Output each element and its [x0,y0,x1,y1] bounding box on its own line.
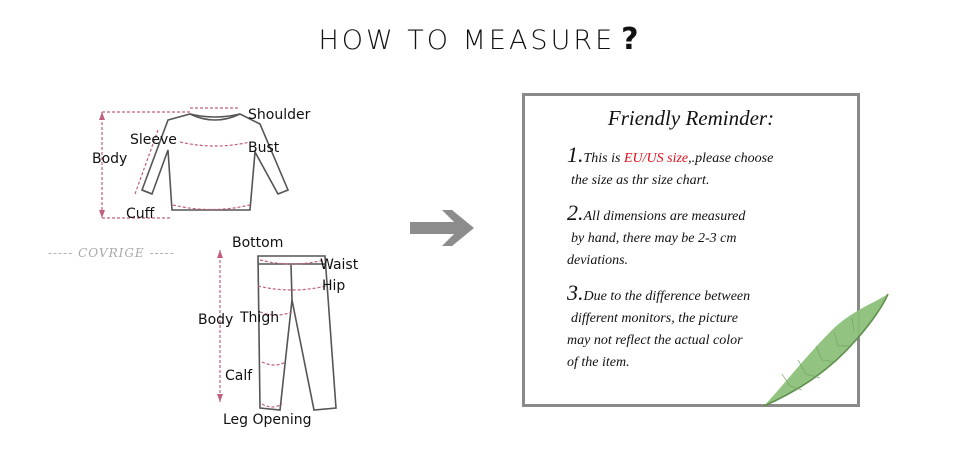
size-highlight: EU/US size [623,151,689,166]
reminder-title: Friendly Reminder: [607,106,775,130]
top-garment-drawing [140,113,290,211]
note-line: deviations. [567,253,629,268]
label-thigh: Thigh [240,310,280,326]
note-text: This is [583,151,624,166]
reminder-note-2: 2.All dimensions are measured by hand, t… [567,202,827,272]
question-mark: ? [621,22,642,57]
note-line: may not reflect the actual color [567,333,743,348]
label-shoulder: Shoulder [248,107,311,123]
note-line: different monitors, the picture [571,311,738,326]
note-line: of the item. [567,355,630,370]
reminder-note-3: 3.Due to the difference between differen… [567,282,827,374]
label-sleeve: Sleeve [130,132,177,148]
note-line: the size as thr size chart. [571,173,710,188]
label-cuff: Cuff [126,206,155,222]
note-number: 1. [567,142,584,167]
label-bust: Bust [248,140,280,156]
label-calf: Calf [225,368,253,384]
note-text: ,.please choose [688,151,774,166]
label-body-bottom: Body [198,312,234,328]
note-line: by hand, there may be 2-3 cm [571,231,737,246]
leaf-decoration [763,293,889,407]
label-body-top: Body [92,151,128,167]
note-text: All dimensions are measured [583,209,746,224]
label-hip: Hip [322,278,346,294]
note-text: Due to the difference between [583,289,751,304]
page-title: HOW TO MEASURE? [0,22,960,57]
right-arrow-icon [410,210,474,246]
note-number: 3. [567,280,584,305]
measurement-figure: Shoulder Sleeve Body Bust Cuff Bottom Wa… [40,90,420,440]
brand-watermark: ----- COVRIGE ----- [48,246,175,260]
reminder-note-1: 1.This is EU/US size,.please choose the … [567,144,827,192]
label-waist: Waist [320,257,359,273]
friendly-reminder-box: Friendly Reminder: 1.This is EU/US size,… [522,93,860,407]
note-number: 2. [567,200,584,225]
title-text: HOW TO MEASURE [318,25,616,56]
label-leg-opening: Leg Opening [223,412,312,428]
garment-illustration [99,107,337,411]
label-bottom: Bottom [232,235,284,251]
